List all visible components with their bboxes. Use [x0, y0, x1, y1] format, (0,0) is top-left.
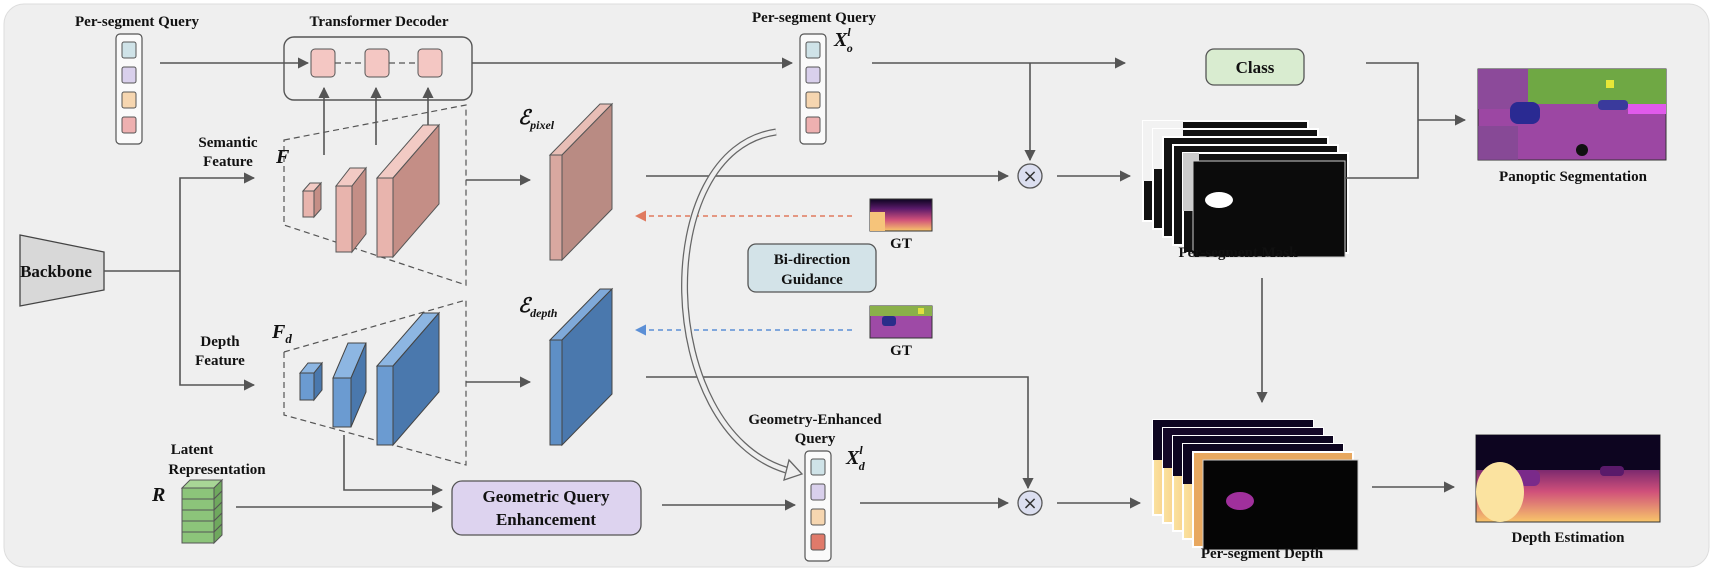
gt-bottom-label: GT [890, 343, 912, 359]
transformer-decoder [283, 36, 473, 101]
depth-estimation-label: Depth Estimation [1512, 530, 1626, 546]
gt-panoptic-image [869, 305, 933, 339]
f-semantic-symbol: F [275, 146, 290, 168]
gt-depth-image [869, 198, 933, 232]
per-segment-query-top [799, 33, 827, 145]
semantic-feature-pyramid [283, 104, 467, 286]
gt-top-label: GT [890, 236, 912, 252]
geometry-enhanced-query [804, 450, 832, 562]
depth-estimation-image [1475, 434, 1661, 523]
backbone-label: Backbone [20, 262, 92, 281]
per-segment-depth-stack [1152, 419, 1359, 551]
e-pixel-symbol: ℰpixel [518, 107, 555, 132]
per-segment-depth-label: Per-segment Depth [1201, 546, 1324, 562]
multiply-top: × [1017, 163, 1043, 189]
multiply-bottom: × [1017, 490, 1043, 516]
r-symbol: R [151, 484, 165, 506]
backbone: Backbone [19, 234, 105, 307]
per-segment-query-left-label: Per-segment Query [75, 14, 199, 30]
e-depth-symbol: ℰdepth [518, 295, 558, 320]
f-depth-symbol: Fd [271, 321, 292, 346]
per-segment-mask-stack [1142, 120, 1349, 258]
e-depth-block [548, 287, 614, 447]
svg-text:×: × [1022, 493, 1037, 514]
svg-text:×: × [1022, 166, 1037, 187]
bidirection-label: Bi-direction [774, 252, 851, 268]
query-transfer-arrow [681, 128, 804, 481]
per-segment-mask-label: Per-segment Mask [1179, 245, 1299, 261]
gqe-label: Geometric Query [483, 487, 610, 506]
per-segment-query-left [115, 33, 143, 145]
per-segment-query-top-label: Per-segment Query [752, 10, 876, 26]
transformer-decoder-label: Transformer Decoder [310, 14, 449, 30]
depth-feature-pyramid [283, 299, 467, 466]
class-box: Class [1205, 48, 1305, 86]
class-label: Class [1236, 58, 1275, 77]
e-pixel-block [548, 102, 614, 262]
panoptic-image [1477, 68, 1667, 161]
latent-cube-stack [180, 478, 224, 545]
panoptic-label: Panoptic Segmentation [1499, 169, 1648, 185]
